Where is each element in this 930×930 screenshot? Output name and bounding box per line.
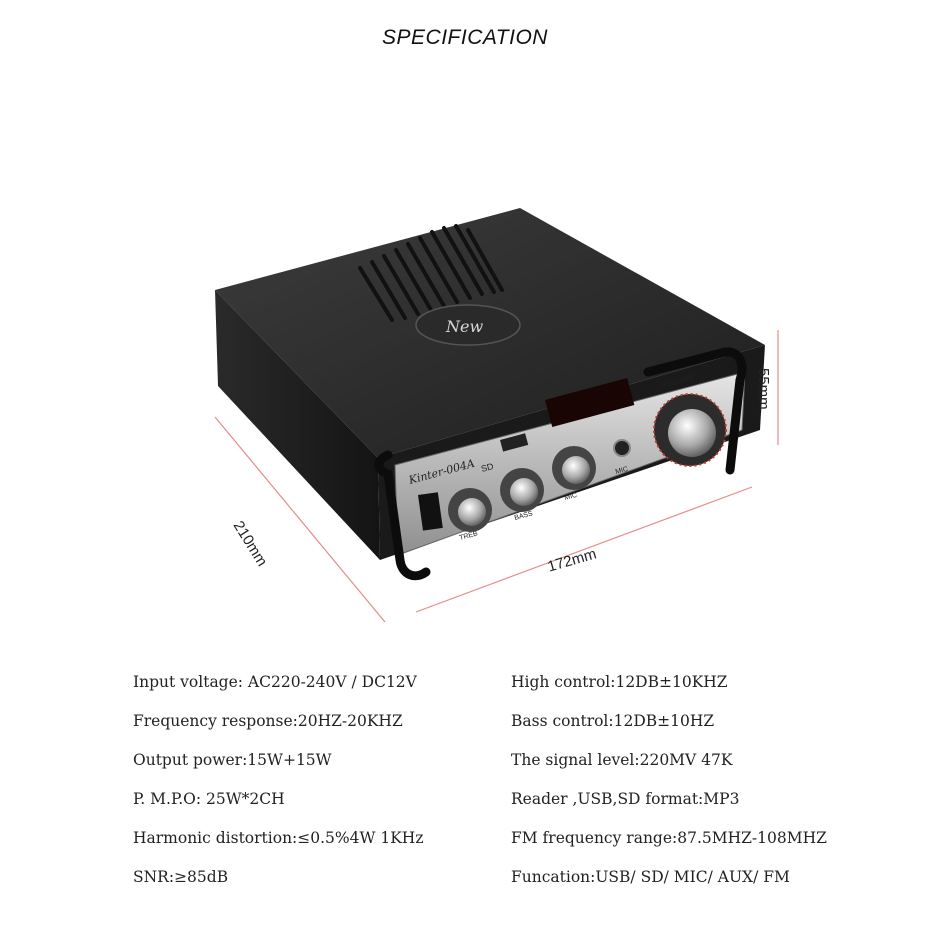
knob-volume — [653, 393, 727, 467]
spec-frequency-response: Frequency response:20HZ-20KHZ — [133, 712, 403, 730]
spec-column-right: High control:12DB±10KHZ Bass control:12D… — [511, 670, 827, 904]
dimension-height-label: 55mm — [755, 368, 772, 410]
case-side — [215, 290, 380, 560]
spec-function: Funcation:USB/ SD/ MIC/ AUX/ FM — [511, 868, 790, 886]
knob-label-treble: TREB — [459, 530, 479, 542]
amplifier-product-image: New Kinter-004A SD VOLUME TREB BASS MIC … — [214, 208, 779, 623]
display — [545, 378, 635, 428]
spec-reader-format: Reader ,USB,SD format:MP3 — [511, 790, 740, 808]
knob-treble — [448, 488, 492, 532]
spec-high-control: High control:12DB±10KHZ — [511, 673, 728, 691]
new-badge-text: New — [445, 317, 483, 336]
spec-snr: SNR:≥85dB — [133, 868, 229, 886]
spec-output-power: Output power:15W+15W — [133, 751, 332, 769]
spec-column-left: Input voltage: AC220-240V / DC12V Freque… — [133, 670, 423, 904]
page-title: SPECIFICATION — [382, 26, 548, 49]
handle-right — [643, 347, 747, 475]
dim-line-width — [415, 486, 753, 613]
sd-label: SD — [480, 461, 495, 474]
spec-pmpo: P. M.P.O: 25W*2CH — [133, 790, 285, 808]
handle-left — [374, 450, 431, 581]
spec-fm-range: FM frequency range:87.5MHZ-108MHZ — [511, 829, 827, 847]
new-badge — [415, 304, 521, 346]
knob-mic — [552, 446, 596, 490]
spec-bass-control: Bass control:12DB±10HZ — [511, 712, 715, 730]
spec-harmonic-distortion: Harmonic distortion:≤0.5%4W 1KHz — [133, 829, 424, 847]
knob-bass — [500, 468, 544, 512]
mic-jack — [613, 439, 631, 457]
specifications-list: Input voltage: AC220-240V / DC12V Freque… — [0, 670, 930, 900]
dim-line-depth — [214, 416, 386, 623]
mic-jack-label: MIC — [615, 466, 629, 476]
knob-label-bass: BASS — [514, 510, 534, 522]
vent-slots — [358, 224, 504, 322]
usb-port — [500, 433, 529, 452]
spec-signal-level: The signal level:220MV 47K — [511, 751, 733, 769]
spec-input-voltage: Input voltage: AC220-240V / DC12V — [133, 673, 417, 691]
knob-label-mic: MIC — [564, 492, 578, 502]
power-switch — [418, 492, 443, 531]
